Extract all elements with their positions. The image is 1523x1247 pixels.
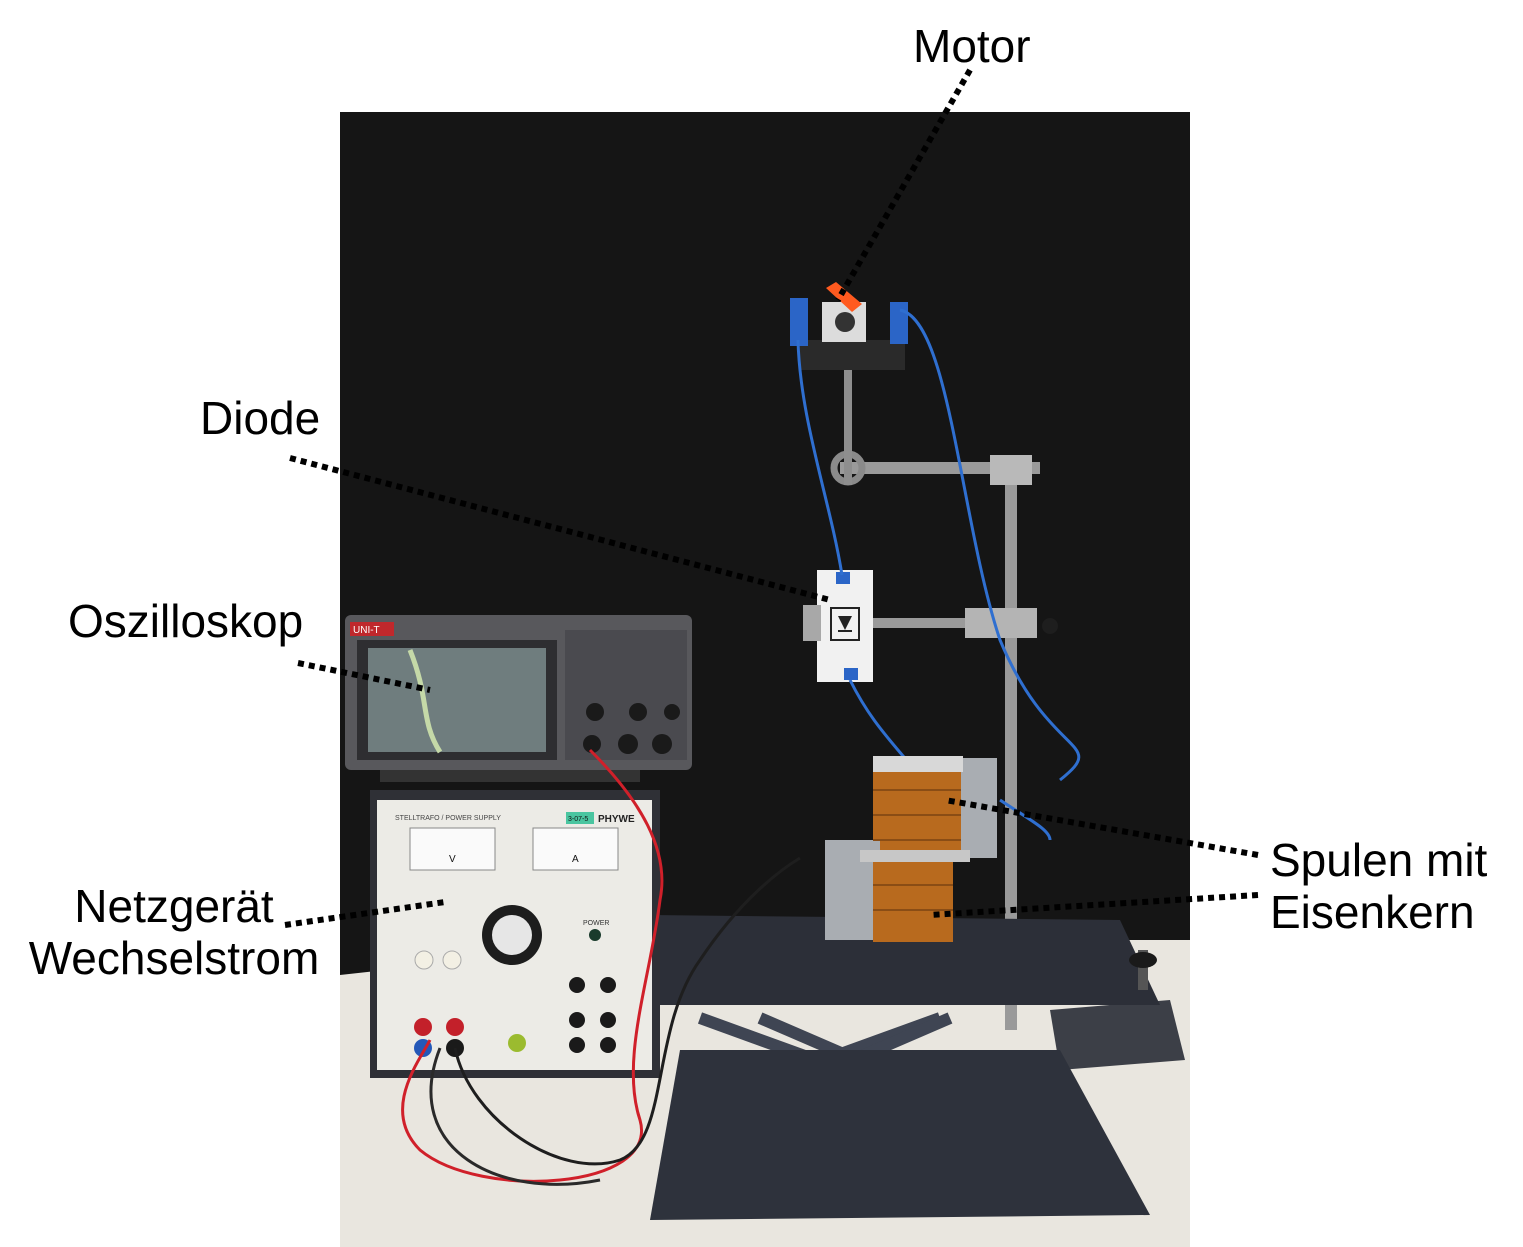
coil-top-cap	[873, 756, 963, 772]
psu-tag-text: 3-07-5	[568, 816, 588, 823]
oscilloscope-foot	[380, 770, 640, 782]
red-cable	[401, 748, 664, 1183]
arm-knob	[1042, 618, 1058, 634]
lab-jack-top	[650, 915, 1160, 1005]
label-diode: Diode	[200, 392, 321, 444]
psu-tag	[566, 812, 594, 824]
scope-brand-text: UNI-T	[353, 625, 380, 636]
arm-clamp-middle	[965, 608, 1037, 638]
oscilloscope-screen	[368, 648, 546, 752]
motor-holder	[800, 340, 905, 370]
psu-meter-a	[532, 827, 619, 871]
motor-clip-left	[790, 298, 808, 346]
psu-power-led	[589, 929, 601, 941]
label-coils: Spulen mit Eisenkern	[1270, 834, 1487, 938]
label-oscilloscope: Oszilloskop	[68, 595, 304, 647]
motor-flag	[826, 282, 862, 312]
motor-clip-right	[890, 302, 908, 344]
stand-base	[1050, 1000, 1185, 1070]
leader-motor	[835, 68, 973, 302]
psu-power-text: POWER	[583, 920, 609, 927]
label-motor: Motor	[913, 20, 1031, 72]
leader-oscilloscope	[297, 660, 431, 693]
blue-cable-coil	[999, 798, 1052, 841]
blue-cable-diode	[848, 679, 910, 763]
diode-plug-bottom	[844, 668, 858, 680]
label-power-supply: Netzgerät Wechselstrom	[16, 880, 332, 984]
blue-cable-left	[796, 339, 844, 576]
psu-knob-inner	[492, 915, 532, 955]
leader-power-supply	[284, 899, 446, 928]
diode-plug-top	[836, 572, 850, 584]
lab-jack-knob	[1129, 952, 1157, 968]
psu-title-text: STELLTRAFO / POWER SUPPLY	[395, 815, 501, 822]
label-power-supply-line1: Netzgerät	[74, 880, 274, 932]
leader-lines	[284, 68, 1259, 928]
leader-diode	[289, 455, 831, 603]
psu-meter-a-text: A	[572, 854, 579, 865]
stand-arm-middle	[860, 618, 1010, 628]
oscilloscope-knobs	[583, 703, 680, 754]
coil-winding-lines	[873, 789, 961, 911]
coil-top-winding	[873, 768, 961, 856]
coil-top-housing	[955, 758, 997, 858]
leader-coil-top	[944, 797, 1259, 858]
psu-sockets	[414, 950, 616, 1057]
diode-symbol-box	[830, 607, 860, 641]
black-cable	[453, 856, 801, 1166]
coil-core-plate	[860, 850, 970, 862]
arm-clamp	[990, 455, 1032, 485]
psu-meter-v	[409, 827, 496, 871]
label-power-supply-line2: Wechselstrom	[28, 932, 320, 984]
lab-jack-base	[650, 1050, 1150, 1220]
psu-brand-text: PHYWE	[598, 814, 635, 825]
lab-jack-screw	[1138, 950, 1148, 990]
label-coils-line1: Spulen mit	[1270, 834, 1488, 886]
diode-clamp	[803, 605, 821, 641]
coil-bottom-winding	[873, 862, 953, 942]
diode-symbol	[838, 616, 852, 630]
blue-cable-right	[899, 308, 1081, 782]
motor-rod	[844, 365, 852, 485]
psu-meter-v-text: V	[449, 854, 456, 865]
motor-center	[835, 312, 855, 332]
label-coils-line2: Eisenkern	[1270, 886, 1475, 938]
oscilloscope-brand-badge	[350, 622, 394, 636]
black-cable-2	[429, 1047, 601, 1186]
